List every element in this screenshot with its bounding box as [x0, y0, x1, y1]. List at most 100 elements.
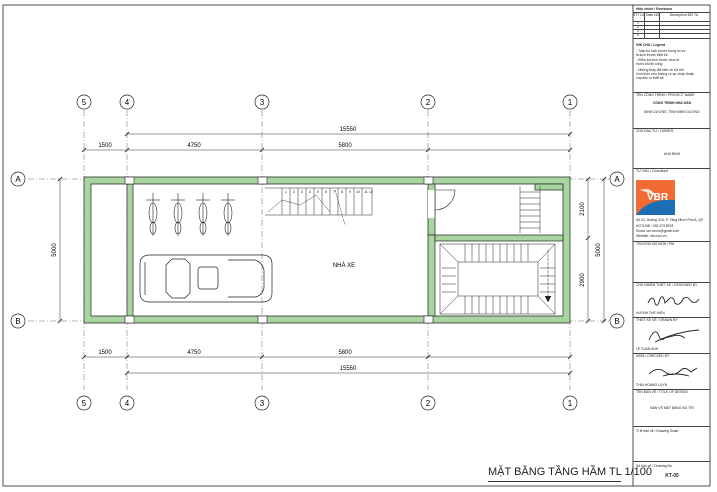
rev-col-no: STT LẦN — [633, 13, 644, 17]
motorbikes — [146, 193, 235, 236]
grid-bubble-left-a — [10, 171, 26, 187]
motorbike-3 — [196, 193, 210, 236]
dim-bottom-total: 15550 — [340, 366, 357, 372]
legend-line-5: - Những thay đổi kiến về chi tiết — [636, 68, 684, 72]
dim-top-total: 15550 — [340, 127, 357, 133]
dim-bottom-1500: 1500 — [98, 350, 112, 356]
stair-upper-right — [519, 186, 541, 233]
sheet-border — [2, 4, 711, 487]
stair-step-8: 8 — [341, 190, 343, 194]
title-block: Hiệu chỉnh / Revisions STT LẦN Date NGÀY… — [633, 6, 710, 484]
grid-label-bottom-2: 2 — [426, 399, 431, 408]
project-caption: TÊN CÔNG TRÌNH / PROJECT NAME — [636, 93, 695, 97]
grid-label-top-4: 4 — [125, 98, 130, 107]
interior-wall-corner — [534, 183, 564, 191]
rev-row-1: 1 — [637, 21, 639, 25]
grid-bubble-top-1 — [562, 94, 578, 110]
grid-label-top-1: 1 — [568, 98, 573, 107]
walls — [83, 176, 571, 324]
rev-col-date: Date NGÀY — [646, 13, 659, 17]
legend-line-6: hình thức nếu không có sự chấp thuận — [636, 72, 695, 76]
grid-bubbles-bottom: 5 4 3 2 1 — [76, 395, 578, 411]
grid-bubbles-top: 5 4 3 2 1 — [76, 94, 578, 110]
grid-vertical-lines — [83, 110, 571, 390]
vbr-logo-icon — [636, 180, 675, 215]
dim-right-2100: 2100 — [580, 202, 586, 216]
stair-step-7: 7 — [333, 190, 335, 194]
stair-step-6: 6 — [325, 190, 327, 194]
motorbike-4 — [221, 193, 235, 236]
room-label-garage: NHÀ XE — [333, 262, 355, 269]
grid-label-bottom-4: 4 — [125, 399, 130, 408]
scale-caption: Tỉ lệ bản vẽ / Drawing Scale — [636, 429, 679, 433]
stair-top — [265, 187, 373, 226]
signature-checker — [648, 367, 698, 377]
grid-label-right-b: B — [614, 317, 619, 326]
legend-title: GHI CHÚ / Legend — [636, 43, 666, 47]
grid-bubble-bottom-5 — [76, 395, 92, 411]
project-name: CÔNG TRÌNH NHÀ DÂN — [652, 101, 692, 105]
dim-top-4750: 4750 — [187, 143, 201, 149]
car — [139, 254, 273, 303]
designer-name: HUỲNH THẾ HIỂN — [636, 311, 665, 315]
grid-label-right-a: A — [614, 175, 620, 184]
signature-drawn — [648, 329, 700, 343]
dim-left-5000: 5000 — [52, 243, 58, 257]
dimension-right — [585, 176, 607, 324]
consultant-caption: TƯ VẤN / Consultant — [636, 169, 668, 173]
dimension-left — [57, 176, 63, 324]
stair-step-4: 4 — [309, 190, 311, 194]
dimension-top — [81, 131, 573, 153]
owner-name: ANH BÌNH — [663, 152, 681, 156]
dim-right-2900: 2900 — [580, 273, 586, 287]
stair-lower-right — [439, 243, 556, 315]
drawn-name: LÊ TUẤN ANH — [636, 347, 659, 351]
stair-step-numbers: 1 2 3 4 5 6 7 8 9 10 11 12 — [285, 190, 373, 194]
drawing-title-underline — [488, 481, 621, 482]
rev-row-4: 4 — [637, 33, 639, 37]
drawn-caption: THIẾT KẾ VẼ / DRAWN BY — [636, 318, 678, 322]
grid-bubble-top-4 — [119, 94, 135, 110]
grid-label-top-2: 2 — [426, 98, 431, 107]
company-address-line-1: Số 22, đường 37A, P. Tăng Nhơn Phú A, Q9 — [636, 218, 703, 222]
stair-step-1: 1 — [285, 190, 287, 194]
columns — [124, 176, 434, 324]
dim-bottom-5800: 5800 — [338, 350, 352, 356]
motorbike-1 — [146, 193, 160, 236]
interior-wall-stair-top — [434, 234, 564, 242]
stair-step-12: 12 — [369, 190, 373, 194]
revisions-header: Hiệu chỉnh / Revisions — [636, 7, 673, 11]
grid-label-bottom-5: 5 — [82, 399, 87, 408]
drawing-name-caption: TÊN BẢN VẼ / TITLE OF DESIGN — [636, 390, 688, 394]
stair-step-3: 3 — [301, 190, 303, 194]
project-location: BÌNH DƯƠNG, TỈNH BÌNH DƯƠNG — [644, 110, 700, 114]
legend-line-2: là kích thước thiết kế — [636, 53, 668, 57]
grid-bubble-right-b — [609, 313, 625, 329]
grid-bubble-bottom-3 — [254, 395, 270, 411]
checker-caption: KIỂM / CHECKED BY — [636, 354, 670, 358]
grid-label-top-5: 5 — [82, 98, 87, 107]
company-address-line-2: HOTLINE: 039 373 8978 — [636, 224, 674, 228]
rev-row-2: 2 — [637, 25, 639, 29]
dim-right-5000: 5000 — [596, 243, 602, 257]
project-manager-caption: TRƯỞNG BỘ MÔN / PM — [636, 242, 675, 246]
owner-caption: CHỦ ĐẦU TƯ / OWNER — [636, 129, 674, 133]
interior-wall-stair-lower — [427, 234, 436, 317]
dimension-bottom — [81, 354, 573, 376]
stair-step-11: 11 — [364, 190, 368, 194]
legend-line-7: của đơn vị thiết kế — [636, 76, 664, 80]
company-logo — [636, 180, 675, 215]
company-address-line-3: Email: vbr.xxxxx@gmail.com — [636, 229, 680, 233]
stair-step-10: 10 — [356, 190, 360, 194]
dim-top-1500: 1500 — [98, 143, 112, 149]
grid-bubbles-side: A B A B — [10, 171, 625, 329]
company-logo-text: VBR — [647, 192, 669, 203]
designer-caption: CHỦ NHIỆM THIẾT KẾ / DESIGNED BY — [636, 283, 698, 287]
signature-designer — [647, 296, 700, 306]
grid-label-bottom-1: 1 — [568, 399, 573, 408]
grid-bubble-top-3 — [254, 94, 270, 110]
grid-label-top-3: 3 — [260, 98, 265, 107]
sheet-caption: Số bản vẽ / Drawing No. — [636, 464, 673, 468]
grid-bubble-bottom-1 — [562, 395, 578, 411]
